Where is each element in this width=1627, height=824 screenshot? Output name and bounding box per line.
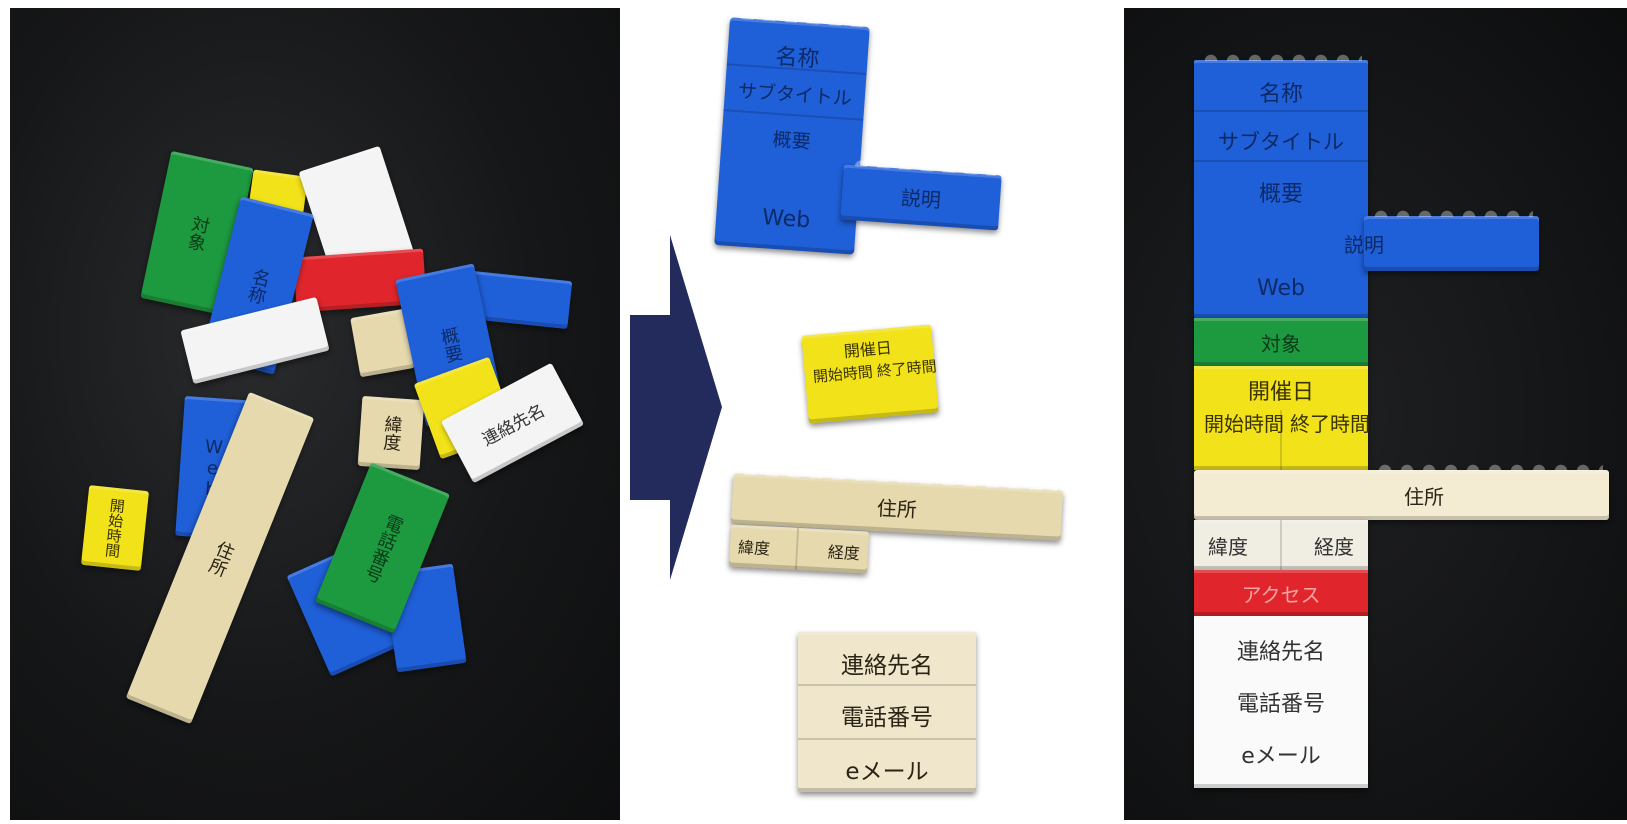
tower-address-studs (1374, 461, 1603, 471)
tower-label-subtitle: サブタイトル (1218, 130, 1344, 154)
vseam (794, 527, 800, 570)
middle-label-email: eメール (845, 759, 929, 785)
middle-label-subtitle: サブタイトル (737, 80, 853, 111)
seam (723, 109, 864, 121)
tower-latlng: 緯度 経度 (1194, 520, 1368, 570)
tower-label-target: 対象 (1261, 331, 1301, 356)
middle-label-phone: 電話番号 (841, 705, 933, 731)
middle-yellow-group: 開催日 開始時間 終了時間 (801, 324, 939, 424)
middle-blue-description: 説明 (840, 155, 1002, 231)
tower-description: 説明 (1344, 207, 1539, 271)
arrow-right-icon (630, 235, 722, 580)
vseam (1280, 520, 1282, 570)
tower-label-end: 終了時間 (1290, 412, 1370, 436)
tower-label-date: 開催日 (1247, 380, 1314, 405)
vseam (1280, 410, 1282, 470)
middle-label-description: 説明 (900, 185, 942, 213)
middle-label-start: 開始時間 (812, 362, 874, 386)
tower-label-web: Web (1257, 276, 1305, 301)
brick-start-end-small: 開始時間 (80, 485, 150, 571)
tower-label-email: eメール (1241, 744, 1321, 769)
middle-label-longitude: 経度 (827, 542, 861, 564)
tower-label-name: 名称 (1258, 82, 1303, 107)
seam (1194, 160, 1368, 162)
tower-contact: 連絡先名 電話番号 eメール (1194, 616, 1368, 788)
tower-yellow: 開催日 開始時間 終了時間 (1194, 366, 1370, 470)
tower-desc-studs (1370, 207, 1533, 217)
assembled-tower-photo: 名称 サブタイトル 概要 Web 説明 対象 開催日 開始時間 終了時間 住所 … (1124, 8, 1627, 820)
middle-label-web: Web (761, 205, 811, 234)
tower-access: アクセス (1194, 570, 1368, 616)
tower-label-access: アクセス (1241, 582, 1321, 607)
tower-label-summary: 概要 (1258, 182, 1303, 207)
middle-label-latitude: 緯度 (737, 537, 771, 559)
middle-tan-latlng: 緯度 経度 (728, 524, 870, 574)
brick-latitude: 緯度 (357, 395, 425, 471)
seam (798, 684, 976, 686)
middle-tan-studs (739, 464, 1058, 492)
middle-label-summary: 概要 (771, 128, 812, 154)
tower-address: 住所 (1194, 461, 1609, 520)
tower-label-address: 住所 (1404, 484, 1444, 509)
middle-contact-stack: 連絡先名 電話番号 eメール (798, 632, 976, 792)
tower-label-phone: 電話番号 (1236, 692, 1325, 717)
middle-desc-studs (850, 155, 997, 177)
tower-label-description: 説明 (1344, 233, 1384, 257)
tower-label-contact-name: 連絡先名 (1236, 640, 1325, 665)
middle-label-contact-name: 連絡先名 (841, 653, 933, 679)
tower-blue: 名称 サブタイトル 概要 Web (1194, 51, 1368, 318)
scattered-bricks-photo: 対象 名称 概要 Web 緯度 連絡先名 住所 電話番号 開始時間 (10, 8, 620, 820)
tower-label-start: 開始時間 (1204, 412, 1284, 436)
seam (798, 738, 976, 740)
middle-label-address: 住所 (876, 495, 918, 522)
tower-target: 対象 (1194, 318, 1368, 366)
seam (1194, 110, 1368, 112)
middle-label-end: 終了時間 (876, 357, 938, 381)
middle-blue-studs (736, 8, 865, 28)
tower-label-longitude: 経度 (1314, 534, 1354, 559)
tower-blue-studs (1200, 51, 1362, 61)
tower-label-latitude: 緯度 (1208, 534, 1248, 559)
